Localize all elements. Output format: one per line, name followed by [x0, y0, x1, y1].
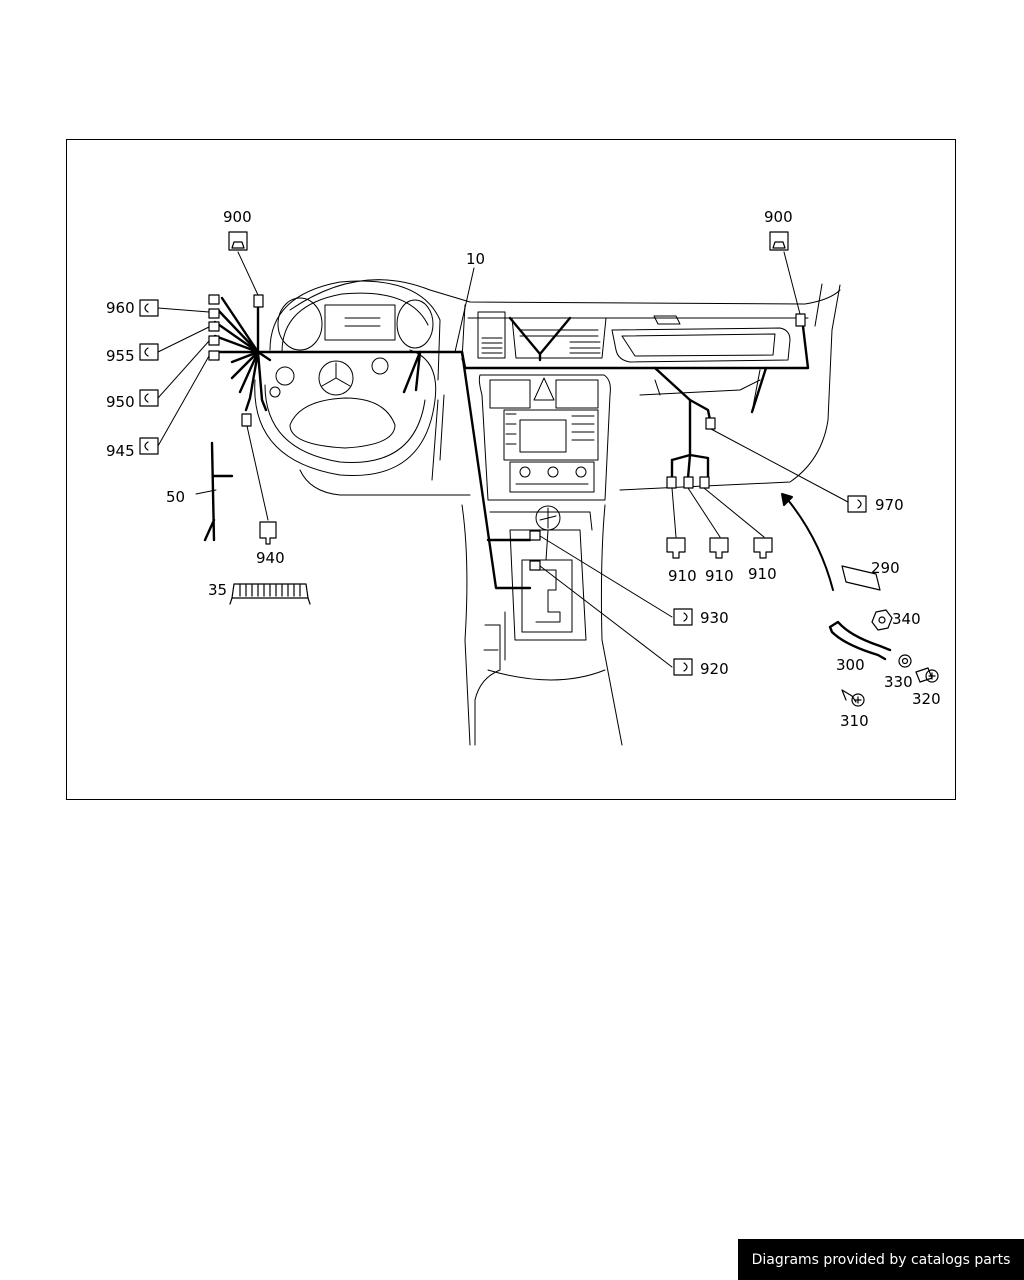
label-910-c: 910 [748, 565, 777, 583]
footer-credit-badge: Diagrams provided by catalogs parts [738, 1239, 1024, 1280]
connector-symbols [139, 231, 867, 676]
label-330: 330 [884, 673, 913, 691]
vent-right [569, 341, 601, 354]
callout-labels: 900 900 10 960 955 950 945 50 940 35 970… [106, 208, 941, 730]
label-945: 945 [106, 442, 135, 460]
label-960: 960 [106, 299, 135, 317]
label-950: 950 [106, 393, 135, 411]
label-940: 940 [256, 549, 285, 567]
footer-credit-text: Diagrams provided by catalogs parts [751, 1251, 1011, 1268]
mercedes-star-icon [318, 360, 354, 396]
label-310: 310 [840, 712, 869, 730]
label-900-left: 900 [223, 208, 252, 226]
steering-wheel [254, 280, 441, 477]
label-10: 10 [466, 250, 485, 268]
part-35-strip [229, 583, 311, 605]
direction-arrow [781, 493, 834, 591]
label-910-b: 910 [705, 567, 734, 585]
dashboard-outline [289, 279, 841, 746]
label-900-right: 900 [764, 208, 793, 226]
label-970: 970 [875, 496, 904, 514]
part-290-pad [841, 565, 881, 591]
label-920: 920 [700, 660, 729, 678]
leader-lines [157, 251, 849, 668]
part-340-nut [871, 609, 893, 631]
label-300: 300 [836, 656, 865, 674]
vent-left [477, 311, 506, 359]
hazard-button [533, 377, 555, 401]
label-35: 35 [208, 581, 227, 599]
harness-connectors [208, 294, 806, 571]
label-340: 340 [892, 610, 921, 628]
label-910-a: 910 [668, 567, 697, 585]
diagram-frame [66, 139, 956, 800]
label-290: 290 [871, 559, 900, 577]
label-955: 955 [106, 347, 135, 365]
display-screen [519, 419, 567, 453]
label-320: 320 [912, 690, 941, 708]
part-330-washer [898, 654, 912, 668]
part-320-screw [915, 667, 939, 683]
main-harness [203, 296, 892, 661]
label-930: 930 [700, 609, 729, 627]
label-50: 50 [166, 488, 185, 506]
part-310-screw [841, 689, 865, 707]
